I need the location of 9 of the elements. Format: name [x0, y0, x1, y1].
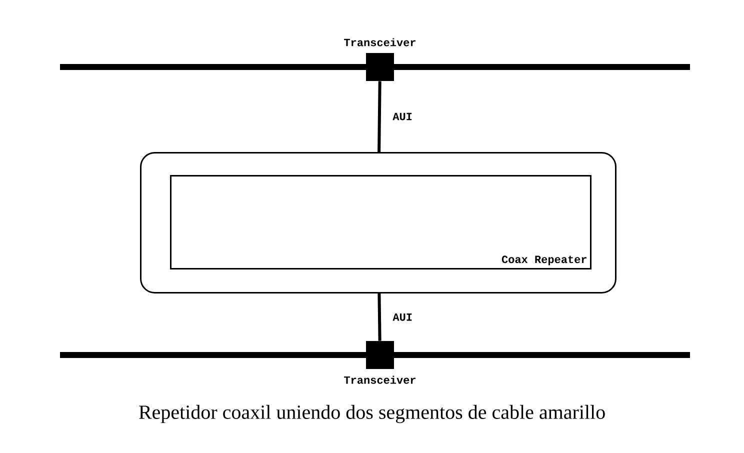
repeater-box: Coax Repeater: [170, 175, 592, 270]
edge-label: AUI: [392, 112, 414, 122]
caption: Repetidor coaxil uniendo dos segmentos de cable amarillo: [139, 404, 605, 424]
transceiver-label: Transceiver: [344, 38, 416, 46]
transceiver-label: Transceiver: [344, 376, 416, 384]
edge-label: AUI: [392, 312, 414, 322]
connector-line: [378, 81, 382, 152]
connector-line: [378, 293, 382, 341]
repeater-box: [140, 152, 616, 294]
